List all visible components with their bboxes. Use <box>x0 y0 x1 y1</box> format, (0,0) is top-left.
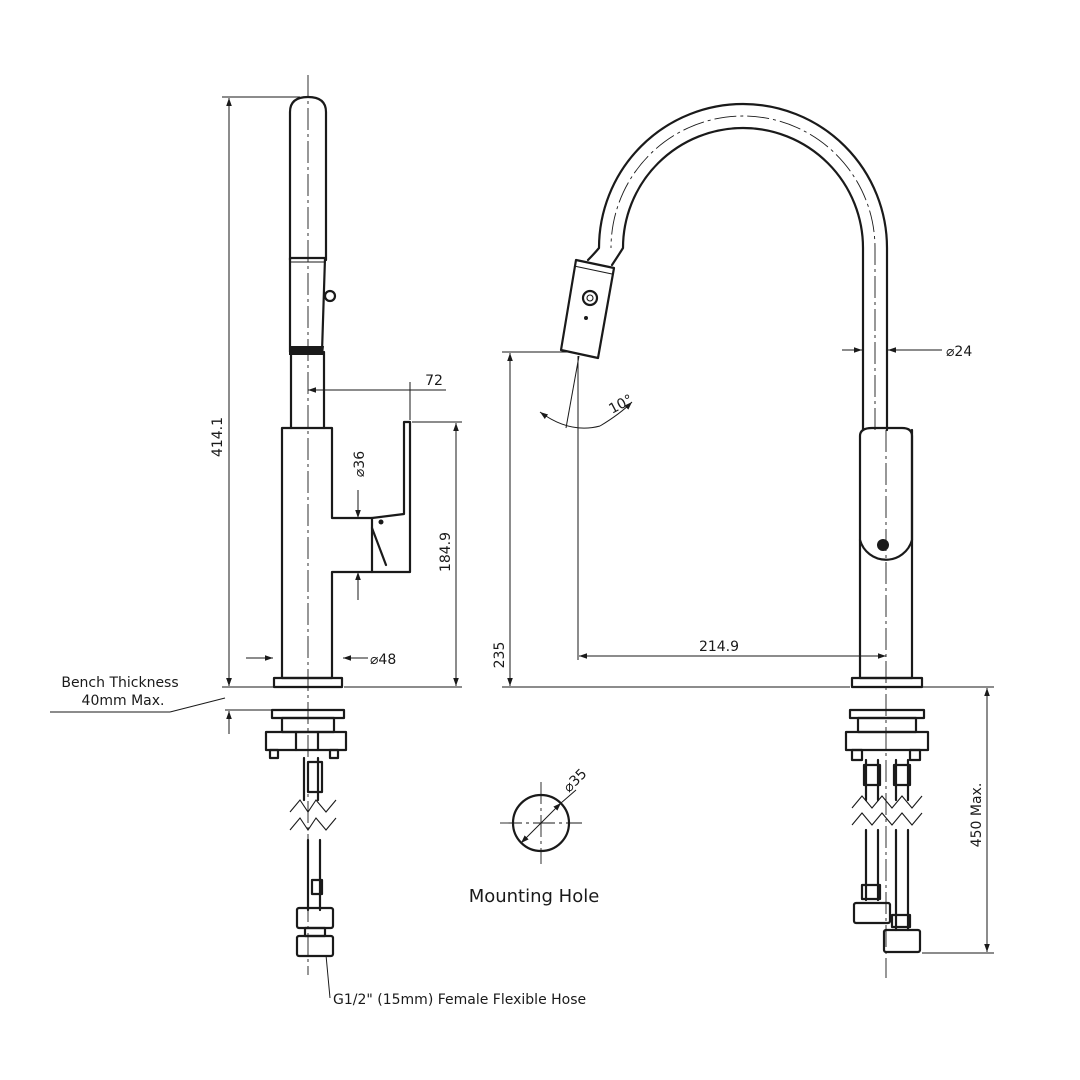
front-hose-upper <box>864 758 910 802</box>
side-spray-head-cone <box>288 256 327 354</box>
front-hose-lower <box>864 828 910 932</box>
side-spray-button <box>323 289 337 303</box>
side-hose-upper <box>302 756 320 802</box>
side-spray-head <box>288 95 328 262</box>
label-mounting-hole: Mounting Hole <box>469 886 600 907</box>
front-base-flange <box>850 676 924 689</box>
dim-base-diameter: ⌀48 <box>370 652 396 668</box>
dim-mounting-hole-diameter: ⌀35 <box>561 766 591 796</box>
side-hose-nut-2 <box>295 934 335 958</box>
label-bench-thickness-2: 40mm Max. <box>82 693 165 709</box>
front-hose-nut-1 <box>852 901 892 925</box>
side-base-flange <box>272 676 344 689</box>
dim-outlet-height: 235 <box>492 642 508 669</box>
dim-below-bench: 450 Max. <box>969 783 985 848</box>
front-dimensions: ⌀24 235 10° 214.9 450 Max. <box>492 344 994 954</box>
dim-spout-diameter: ⌀24 <box>946 344 972 360</box>
side-view <box>225 75 412 975</box>
label-bench-thickness-1: Bench Thickness <box>61 675 178 691</box>
front-handle <box>858 428 914 561</box>
front-spray-button <box>581 289 599 307</box>
mounting-hole: ⌀35 Mounting Hole <box>469 766 600 907</box>
label-hose: G1/2" (15mm) Female Flexible Hose <box>333 992 586 1008</box>
side-dimensions: 414.1 72 ⌀36 184.9 ⌀48 Bench Thickness 4… <box>50 96 586 1008</box>
dim-handle-reach: 72 <box>425 373 443 389</box>
dim-spout-reach: 214.9 <box>699 639 739 655</box>
dim-outlet-angle: 10° <box>606 392 635 418</box>
front-hose-nut-2 <box>882 928 922 954</box>
front-spout-outer <box>610 126 865 432</box>
side-hose-nut-1 <box>295 906 335 930</box>
dim-body-diameter: ⌀36 <box>352 451 368 477</box>
side-handle <box>370 420 412 574</box>
front-spout-inner <box>586 102 889 432</box>
side-hose-lower <box>306 838 322 912</box>
front-view <box>559 102 930 978</box>
dim-body-height: 184.9 <box>438 532 454 572</box>
front-spray-head <box>559 258 616 360</box>
dim-overall-height: 414.1 <box>210 417 226 457</box>
